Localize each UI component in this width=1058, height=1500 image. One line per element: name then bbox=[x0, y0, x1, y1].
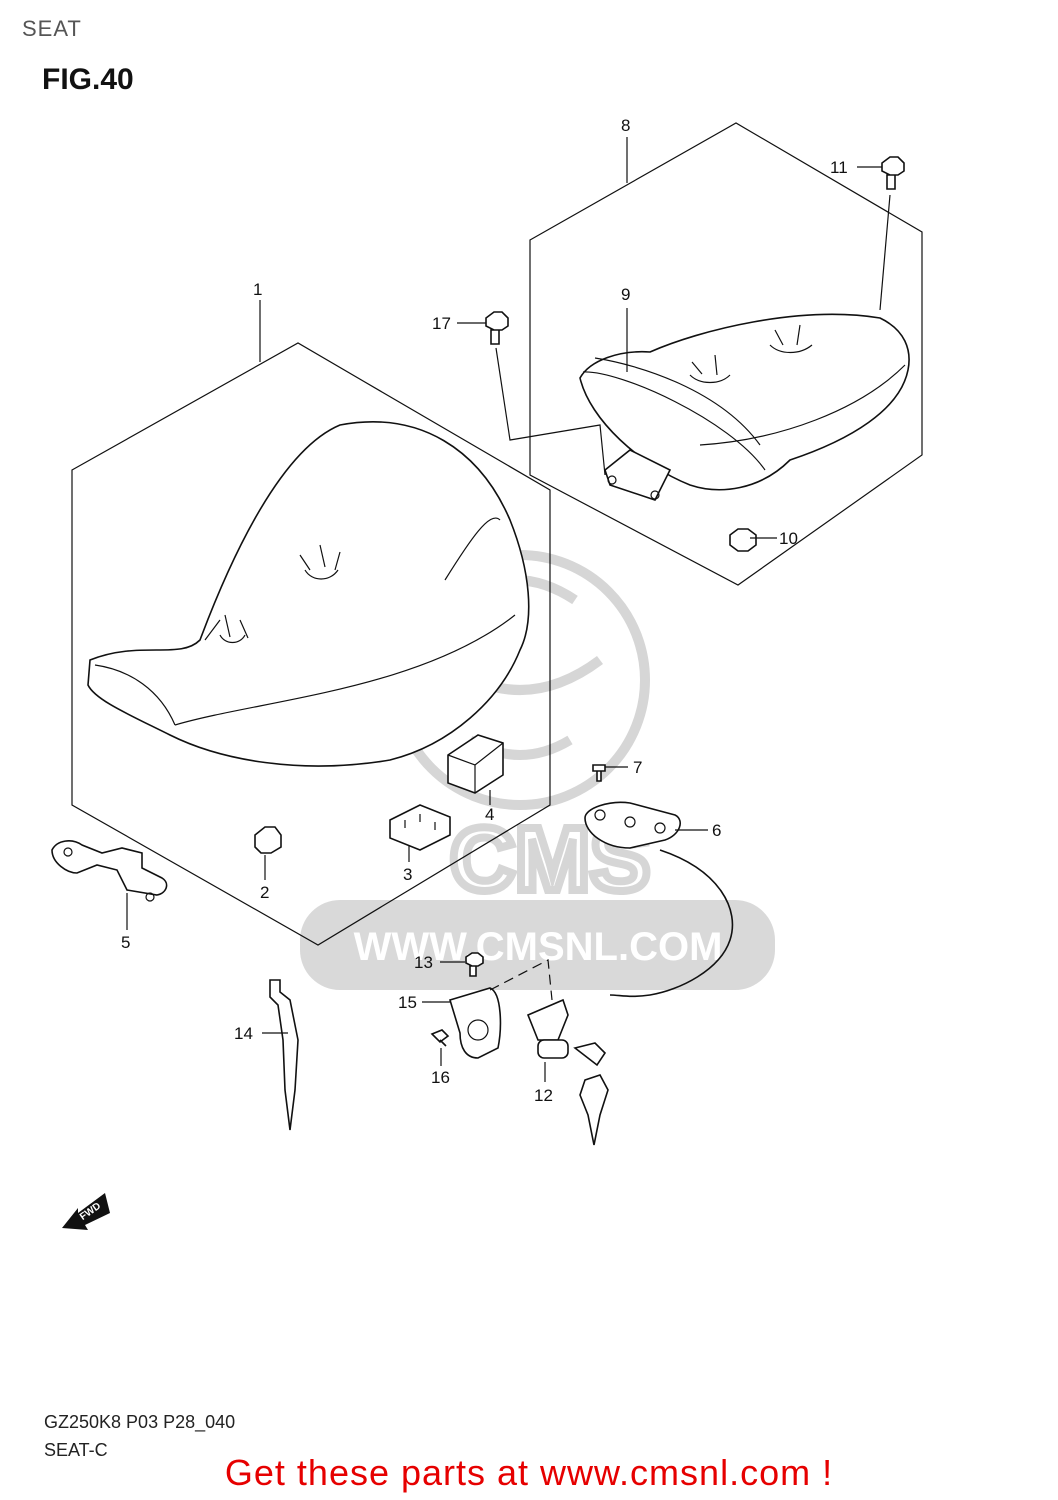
cta-link-text[interactable]: Get these parts at www.cmsnl.com ! bbox=[224, 1452, 834, 1493]
watermark: WWW.CMSNL.COM CMS bbox=[300, 550, 775, 990]
diagram-subcode: SEAT-C bbox=[44, 1440, 108, 1460]
part-13-bolt bbox=[465, 952, 484, 977]
pillion-seat bbox=[579, 313, 910, 501]
callout-11: 11 bbox=[830, 158, 848, 177]
callout-2: 2 bbox=[260, 883, 269, 902]
part-6-opener bbox=[584, 801, 734, 998]
pillion-group-frame bbox=[529, 122, 923, 586]
callout-16: 16 bbox=[431, 1068, 450, 1087]
part-5-bracket bbox=[51, 840, 168, 902]
part-15-bracket bbox=[449, 987, 502, 1059]
callout-13: 13 bbox=[414, 953, 433, 972]
part-16-screw bbox=[430, 1029, 450, 1047]
part-3-damper bbox=[389, 804, 451, 851]
watermark-url: WWW.CMSNL.COM bbox=[354, 925, 723, 969]
callout-8: 8 bbox=[621, 116, 630, 135]
callout-10: 10 bbox=[779, 529, 798, 548]
callout-9: 9 bbox=[621, 285, 630, 304]
main-seat bbox=[87, 421, 530, 767]
callout-7: 7 bbox=[633, 758, 642, 777]
callout-4: 4 bbox=[485, 805, 494, 824]
part-14-tie bbox=[269, 979, 299, 1131]
part-11-bolt bbox=[881, 156, 905, 190]
diagram-code: GZ250K8 P03 P28_040 bbox=[44, 1412, 236, 1432]
figure-number: FIG.40 bbox=[42, 63, 134, 96]
seat-group-frame bbox=[71, 342, 551, 946]
part-12-lock bbox=[526, 998, 609, 1146]
callout-1: 1 bbox=[253, 280, 262, 299]
watermark-url-badge bbox=[300, 900, 775, 990]
part-17-bolt bbox=[485, 311, 509, 345]
callout-5: 5 bbox=[121, 933, 130, 952]
callout-14: 14 bbox=[234, 1024, 253, 1043]
callout-17: 17 bbox=[432, 314, 451, 333]
section-title: SEAT bbox=[22, 16, 82, 41]
callout-6: 6 bbox=[712, 821, 721, 840]
callout-15: 15 bbox=[398, 993, 417, 1012]
part-4-pad bbox=[447, 734, 504, 794]
callout-3: 3 bbox=[403, 865, 412, 884]
callout-12: 12 bbox=[534, 1086, 553, 1105]
callout-labels: 1 2 3 4 5 6 7 8 9 10 11 12 13 14 15 16 1… bbox=[121, 116, 848, 1105]
part-10-nut bbox=[729, 528, 757, 552]
part-7-screw bbox=[592, 764, 606, 782]
leader-lines bbox=[126, 137, 891, 1082]
forward-direction-arrow: FWD bbox=[62, 1193, 110, 1230]
part-2-cushion bbox=[254, 826, 282, 854]
